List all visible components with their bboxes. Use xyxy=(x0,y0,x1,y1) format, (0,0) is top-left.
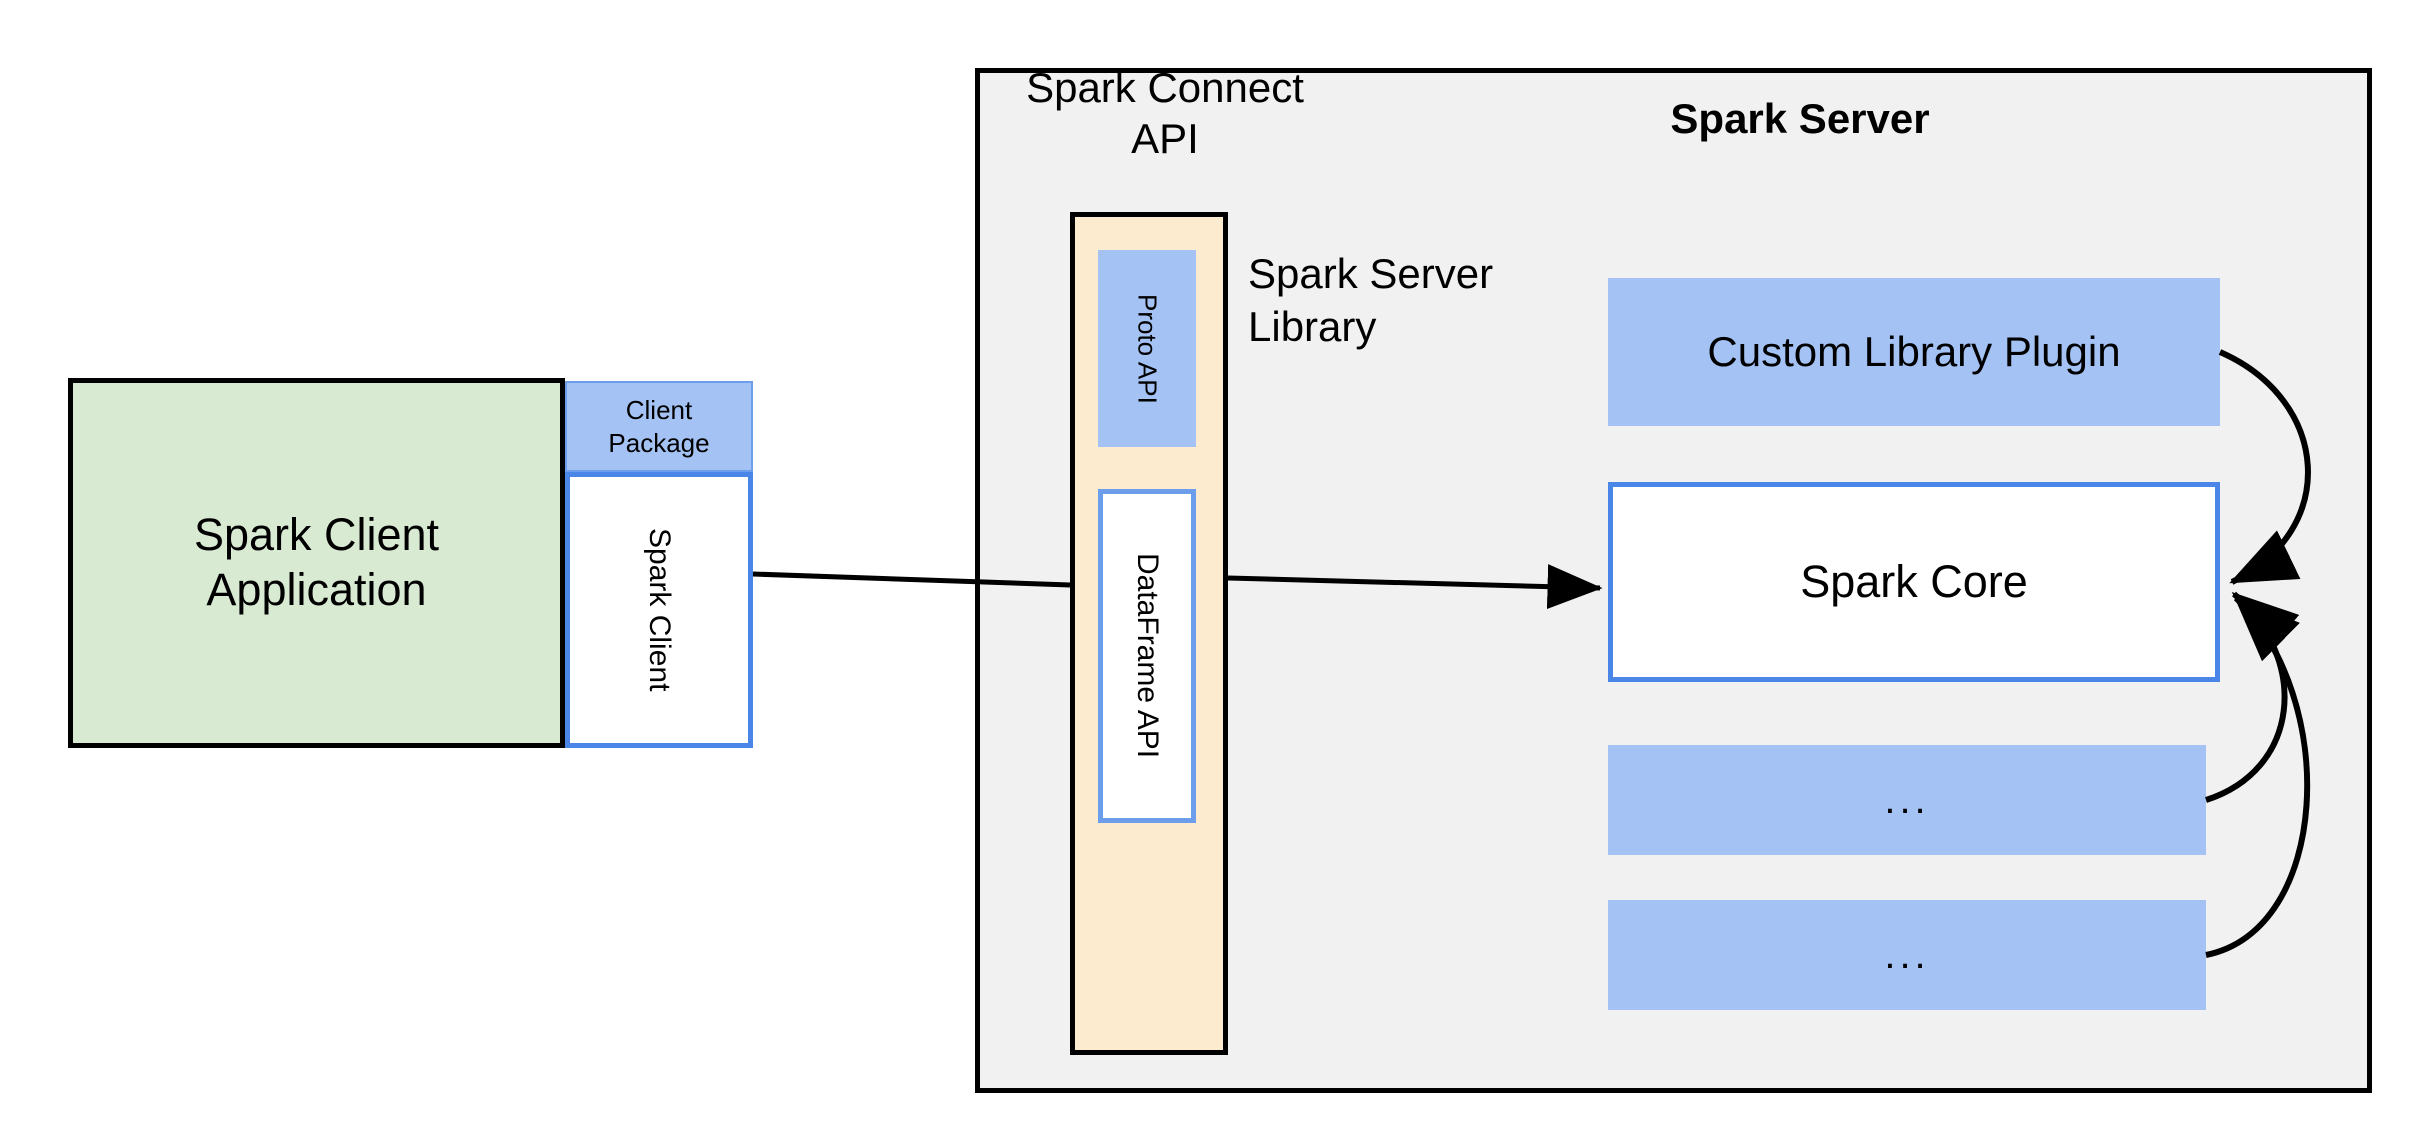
proto-api-label: Proto API xyxy=(1132,293,1163,404)
connect-api-line2: API xyxy=(1131,115,1199,163)
client-app-line2: Application xyxy=(206,564,427,615)
client-package-line2: Package xyxy=(608,427,710,458)
placeholder-component-box-2: ... xyxy=(1608,900,2206,1010)
spark-client-application-label: Spark Client Application xyxy=(194,508,439,618)
client-package-box: Client Package xyxy=(565,381,753,472)
custom-library-plugin-label: Custom Library Plugin xyxy=(1707,328,2121,375)
spark-client-application-box: Spark Client Application xyxy=(68,378,565,748)
custom-library-plugin-box: Custom Library Plugin xyxy=(1608,278,2220,426)
client-app-line1: Spark Client xyxy=(193,509,440,561)
spark-core-box: Spark Core xyxy=(1608,482,2220,682)
spark-connect-api-label: Spark Connect API xyxy=(1020,62,1310,162)
dataframe-api-box: DataFrame API xyxy=(1098,489,1196,823)
dataframe-api-label: DataFrame API xyxy=(1131,553,1164,759)
spark-server-library-label: Spark Server Library xyxy=(1248,248,1548,358)
placeholder-label-1: ... xyxy=(1884,777,1930,822)
placeholder-label-2: ... xyxy=(1884,932,1930,977)
spark-client-label: Spark Client xyxy=(643,528,676,692)
client-package-label: Client Package xyxy=(608,394,709,459)
spark-core-label: Spark Core xyxy=(1800,556,2028,607)
placeholder-component-box-1: ... xyxy=(1608,745,2206,855)
server-library-line2: Library xyxy=(1248,302,1377,350)
connect-api-line1: Spark Connect xyxy=(1026,64,1304,111)
proto-api-box: Proto API xyxy=(1098,250,1196,447)
spark-client-box: Spark Client xyxy=(565,472,753,748)
client-package-line1: Client xyxy=(625,395,693,425)
server-library-line1: Spark Server xyxy=(1248,250,1494,297)
spark-server-title: Spark Server xyxy=(1670,95,1930,142)
